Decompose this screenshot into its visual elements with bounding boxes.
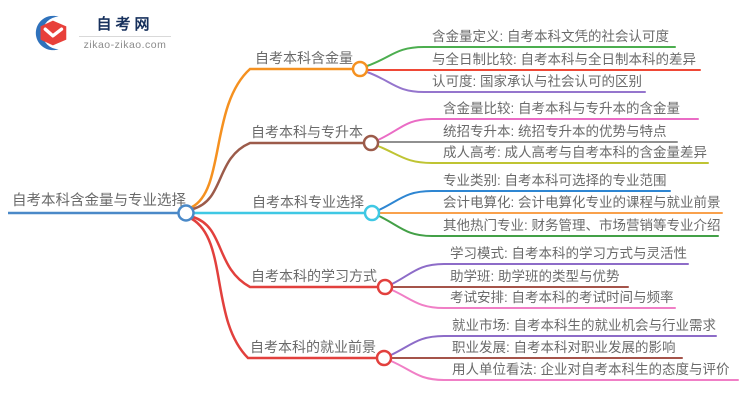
branch-career-handle[interactable] <box>375 349 393 367</box>
leaf-label[interactable]: 与全日制比较: 自考本科与全日制本科的差异 <box>432 52 697 67</box>
leaf-label[interactable]: 含金量比较: 自考本科与专升本的含金量 <box>443 101 681 116</box>
leaf-label[interactable]: 会计电算化: 会计电算化专业的课程与就业前景 <box>443 195 721 210</box>
site-logo[interactable]: 自考网 zikao-zikao.com <box>30 12 171 54</box>
branch-label-career[interactable]: 自考本科的就业前景 <box>250 339 376 355</box>
logo-divider <box>79 36 171 37</box>
leaf-label[interactable]: 学习模式: 自考本科的学习方式与灵活性 <box>450 246 688 261</box>
branch-upgrade-handle[interactable] <box>362 134 380 152</box>
branch-major-handle[interactable] <box>363 204 381 222</box>
edge-leaf-2-3 <box>377 145 709 164</box>
root-node-handle[interactable] <box>177 204 195 222</box>
edge-leaf-1-1 <box>366 46 676 67</box>
leaf-label[interactable]: 成人高考: 成人高考与自考本科的含金量差异 <box>443 145 708 160</box>
root-node-label[interactable]: 自考本科含金量与专业选择 <box>12 193 186 209</box>
edge-leaf-5-3 <box>390 360 739 381</box>
branch-value-handle[interactable] <box>351 60 369 78</box>
leaf-label[interactable]: 助学班: 助学班的类型与优势 <box>450 269 620 284</box>
branch-study-handle[interactable] <box>376 278 394 296</box>
leaf-label[interactable]: 认可度: 国家承认与社会认可的区别 <box>432 74 643 89</box>
edge-branch-upgrade <box>191 141 365 211</box>
edge-branch-study <box>191 215 379 289</box>
logo-domain: zikao-zikao.com <box>83 39 167 51</box>
leaf-label[interactable]: 用人单位看法: 企业对自考本科生的态度与评价 <box>452 362 730 377</box>
leaf-label[interactable]: 其他热门专业: 财务管理、市场营销等专业介绍 <box>443 218 721 233</box>
branch-label-value[interactable]: 自考本科含金量 <box>255 50 353 66</box>
edge-leaf-4-1 <box>391 263 689 285</box>
branch-label-upgrade[interactable]: 自考本科与专升本 <box>251 124 363 140</box>
leaf-label[interactable]: 专业类别: 自考本科可选择的专业范围 <box>443 173 667 188</box>
edge-leaf-2-1 <box>377 118 699 141</box>
leaf-label[interactable]: 含金量定义: 自考本科文凭的社会认可度 <box>432 29 670 44</box>
edge-leaf-4-3 <box>391 289 676 309</box>
edge-branch-value <box>190 67 354 209</box>
leaf-label[interactable]: 考试安排: 自考本科的考试时间与频率 <box>450 290 674 305</box>
branch-label-major[interactable]: 自考本科专业选择 <box>252 194 364 210</box>
edge-branch-career <box>190 217 378 360</box>
edge-leaf-3-3 <box>378 215 719 237</box>
leaf-label[interactable]: 职业发展: 自考本科对职业发展的影响 <box>452 340 676 355</box>
edge-leaf-1-3 <box>366 71 646 93</box>
leaf-label[interactable]: 就业市场: 自考本科生的就业机会与行业需求 <box>452 318 717 333</box>
graduation-cap-icon <box>35 15 67 51</box>
edge-leaf-5-1 <box>390 335 717 356</box>
branch-label-study[interactable]: 自考本科的学习方式 <box>251 268 377 284</box>
leaf-label[interactable]: 统招专升本: 统招专升本的优势与特点 <box>443 124 667 139</box>
edge-leaf-3-1 <box>378 190 671 211</box>
logo-title: 自考网 <box>96 16 154 33</box>
